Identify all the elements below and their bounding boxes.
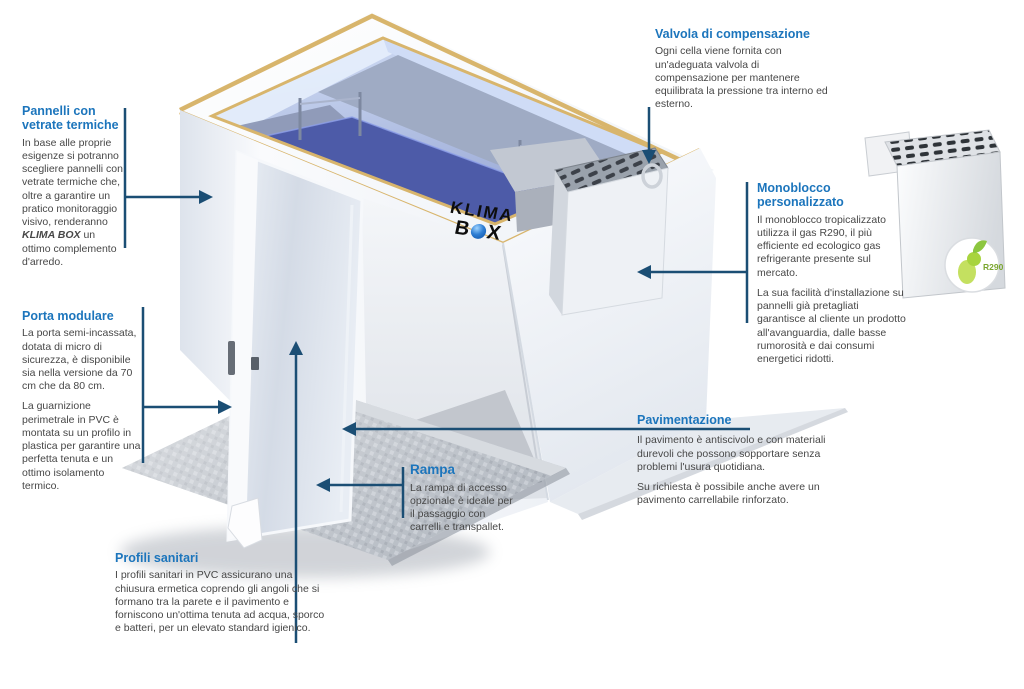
annotation-body: La sua facilità d'installazione su panne… <box>757 286 906 365</box>
annotation-body: Il monoblocco tropicalizzato utilizza il… <box>757 213 886 279</box>
annotation-body: La porta semi-incassata, dotata di micro… <box>22 327 137 393</box>
wall-monoblock-unit <box>490 138 669 316</box>
annotation-valvola: Valvola di compensazione Ogni cella vien… <box>655 27 833 111</box>
connector-rampa <box>316 467 405 518</box>
annotation-title: Monoblocco personalizzato <box>757 181 844 210</box>
arrow-rampa <box>316 478 330 492</box>
door-hinge <box>228 341 235 375</box>
connector-profili <box>289 341 303 643</box>
brand-mention: KLIMA BOX <box>22 229 81 242</box>
connector-pavimentazione <box>342 422 750 436</box>
connector-porta <box>141 307 232 463</box>
annotation-body: La rampa di accesso opzionale è ideale p… <box>410 481 513 534</box>
annotation-body: Ogni cella viene fornita con un'adeguata… <box>655 45 828 111</box>
arrow-profili <box>289 341 303 355</box>
annotation-rampa: Rampa La rampa di accesso opzionale è id… <box>410 462 518 534</box>
monoblock-photo: R290 <box>857 110 1024 302</box>
annotation-body: La guarnizione perimetrale in PVC è mont… <box>22 400 141 492</box>
annotation-title: Valvola di compensazione <box>655 27 810 41</box>
annotation-body: I profili sanitari in PVC assicurano una… <box>115 569 325 635</box>
connector-pannelli <box>123 108 213 248</box>
compensation-valve <box>641 156 663 189</box>
arrow-porta <box>218 400 232 414</box>
wall-corner-edge <box>502 242 549 501</box>
arrow-pannelli <box>199 190 213 204</box>
door-bottom-tip <box>227 497 263 549</box>
annotation-pannelli: Pannelli con vetrate termiche In base al… <box>22 104 124 269</box>
connector-valvola <box>642 107 656 164</box>
r290-badge: R290 <box>944 237 1004 293</box>
annotation-porta: Porta modulare La porta semi-incassata, … <box>22 309 144 493</box>
annotation-profili: Profili sanitari I profili sanitari in P… <box>115 551 327 635</box>
arrow-valvola <box>642 150 656 164</box>
connector-monoblocco <box>637 182 749 323</box>
annotation-title: Pannelli con vetrate termiche <box>22 104 119 133</box>
annotation-body: Su richiesta è possibile anche avere un … <box>637 481 820 507</box>
annotation-pavimentazione: Pavimentazione Il pavimento è antiscivol… <box>637 413 852 507</box>
annotation-title: Porta modulare <box>22 309 114 323</box>
annotation-title: Profili sanitari <box>115 551 199 565</box>
annotation-monoblocco: Monoblocco personalizzato Il monoblocco … <box>757 181 907 366</box>
arrow-pavimentazione <box>342 422 356 436</box>
arrow-monoblocco <box>637 265 651 279</box>
annotation-title: Pavimentazione <box>637 413 732 427</box>
annotation-title: Rampa <box>410 462 456 477</box>
annotation-body: In base alle proprie esigenze si potrann… <box>22 136 123 268</box>
floor-base-edge <box>550 408 848 520</box>
annotation-body: Il pavimento è antiscivolo e con materia… <box>637 434 826 473</box>
leaf-icon <box>973 240 987 253</box>
door-lock <box>251 357 259 370</box>
badge-label: R290 <box>983 262 1004 272</box>
